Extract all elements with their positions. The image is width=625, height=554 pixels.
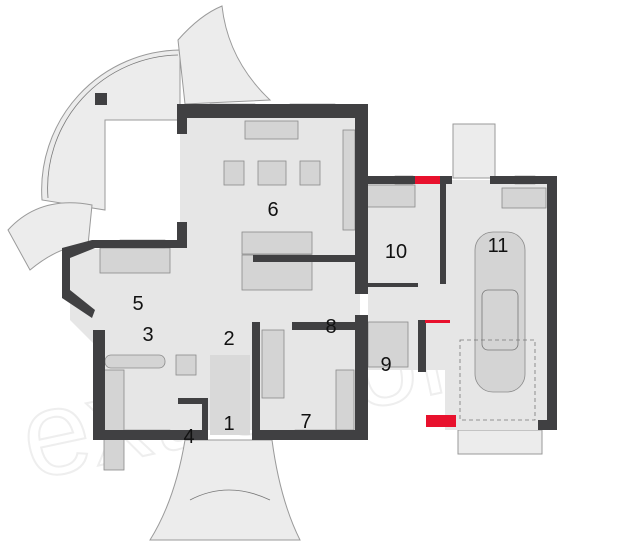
room-label-8: 8 [325,316,336,338]
walls [62,104,557,440]
room-label-11: 11 [488,235,509,257]
room-label-4: 4 [183,426,194,448]
room-label-5: 5 [132,293,143,315]
terrace-entrance [149,439,301,541]
furniture [99,120,547,471]
room-label-7: 7 [300,411,311,433]
garage-aprons [452,123,543,455]
room-label-10: 10 [385,241,407,263]
room-label-6: 6 [267,199,278,221]
room-label-2: 2 [223,328,234,350]
car-icon [474,231,526,393]
room-labels: 1 2 3 4 5 6 7 8 9 10 11 [132,199,508,448]
terrace-north-west [7,5,272,271]
room-label-1: 1 [223,413,234,435]
room-label-9: 9 [380,354,391,376]
room-label-3: 3 [142,324,153,346]
